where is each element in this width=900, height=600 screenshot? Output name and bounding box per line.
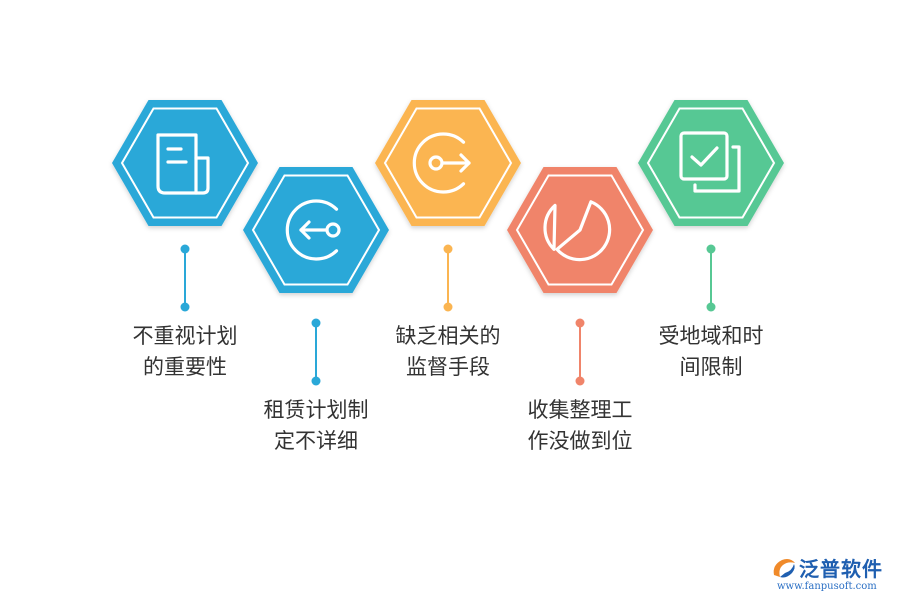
label-5-line2: 间限制 [679, 355, 743, 379]
label-3-line1: 缺乏相关的 [395, 324, 501, 348]
connector-1 [180, 244, 190, 312]
brand-icon [773, 559, 795, 578]
label-4: 收集整理工 作没做到位 [500, 395, 660, 457]
brand-url: www.fanpusoft.com [777, 581, 877, 592]
label-5-line1: 受地域和时 [658, 324, 764, 348]
pie-chart-icon [543, 200, 612, 262]
label-2: 租赁计划制 定不详细 [236, 395, 396, 457]
label-1: 不重视计划 的重要性 [105, 321, 265, 383]
label-3-line2: 监督手段 [406, 355, 490, 379]
label-4-line1: 收集整理工 [527, 398, 633, 422]
label-1-line2: 的重要性 [143, 355, 227, 379]
label-2-line1: 租赁计划制 [263, 398, 369, 422]
connector-5 [706, 244, 716, 312]
connector-2 [311, 318, 321, 386]
key-arrow-icon [412, 132, 471, 194]
hexagon-5 [638, 100, 784, 226]
document-icon [156, 133, 210, 195]
brand-name: 泛普软件 [799, 557, 883, 581]
connector-4 [575, 318, 585, 386]
checkbox-icon [679, 131, 741, 193]
label-2-line2: 定不详细 [274, 429, 358, 453]
label-1-line1: 不重视计划 [132, 324, 238, 348]
connector-3 [443, 244, 453, 312]
label-5: 受地域和时 间限制 [631, 321, 791, 383]
label-4-line2: 作没做到位 [527, 429, 633, 453]
brand-logo: 泛普软件 www.fanpusoft.com [770, 553, 895, 598]
label-3: 缺乏相关的 监督手段 [368, 321, 528, 383]
login-arrow-icon [285, 199, 341, 261]
